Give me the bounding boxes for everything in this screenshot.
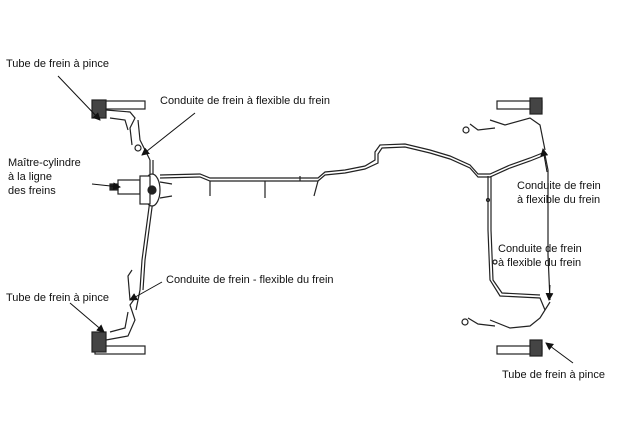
label-flex-line-rear-lower-1: Conduite de frein [498,243,582,255]
label-clamp-tube-rear-left: Tube de frein à pince [6,292,109,304]
label-clamp-tube-front-left: Tube de frein à pince [6,58,109,70]
label-master-cylinder-3: des freins [8,185,56,197]
main-brake-line [159,143,546,198]
label-clamp-tube-rear-right: Tube de frein à pince [502,369,605,381]
label-master-cylinder-1: Maître-cylindre [8,157,81,169]
leader-lines [57,75,574,364]
label-flex-line-rear-upper-1: Conduite de frein [517,180,601,192]
rear-top-caliper [462,97,546,151]
label-flex-line-rear-lower-2: à flexible du frein [498,257,582,269]
front-top-caliper [91,99,146,152]
rear-bottom-caliper [461,301,551,357]
rear-right-line [485,154,551,311]
label-flex-line-front: Conduite de frein à flexible du frein [160,95,330,107]
label-flex-line-mid-left: Conduite de frein - flexible du frein [166,274,334,286]
front-bottom-caliper [91,269,146,355]
master-cylinder [109,173,173,207]
label-master-cylinder-2: à la ligne [8,171,53,183]
label-flex-line-rear-upper-2: à flexible du frein [517,194,601,206]
